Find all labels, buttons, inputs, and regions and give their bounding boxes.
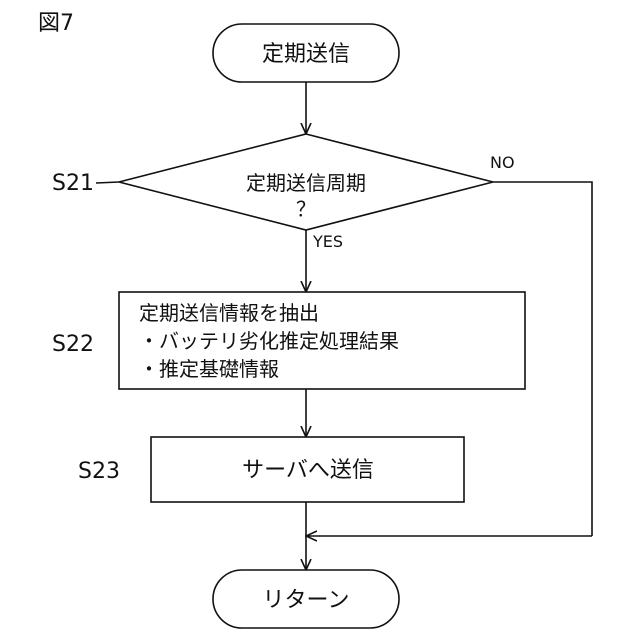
yes-label: YES xyxy=(312,232,343,251)
start-terminal-label: 定期送信 xyxy=(262,42,350,67)
end-terminal-label: リターン xyxy=(263,588,350,613)
decision-text-line1: 定期送信周期 xyxy=(246,171,366,195)
process-extract-bullet-1: ・バッテリ劣化推定処理結果 xyxy=(139,329,399,353)
no-label: NO xyxy=(490,153,515,172)
decision-text-line2: ？ xyxy=(296,197,316,221)
step-label-s22: S22 xyxy=(52,332,94,357)
step-label-s21: S21 xyxy=(52,171,94,196)
process-send-text: サーバへ送信 xyxy=(242,458,374,483)
step-leader-s21 xyxy=(96,182,119,183)
process-extract-bullet-2: ・推定基礎情報 xyxy=(139,357,279,381)
step-label-s23: S23 xyxy=(78,459,120,484)
figure-label: 図7 xyxy=(38,11,74,36)
process-extract-title: 定期送信情報を抽出 xyxy=(139,301,319,325)
